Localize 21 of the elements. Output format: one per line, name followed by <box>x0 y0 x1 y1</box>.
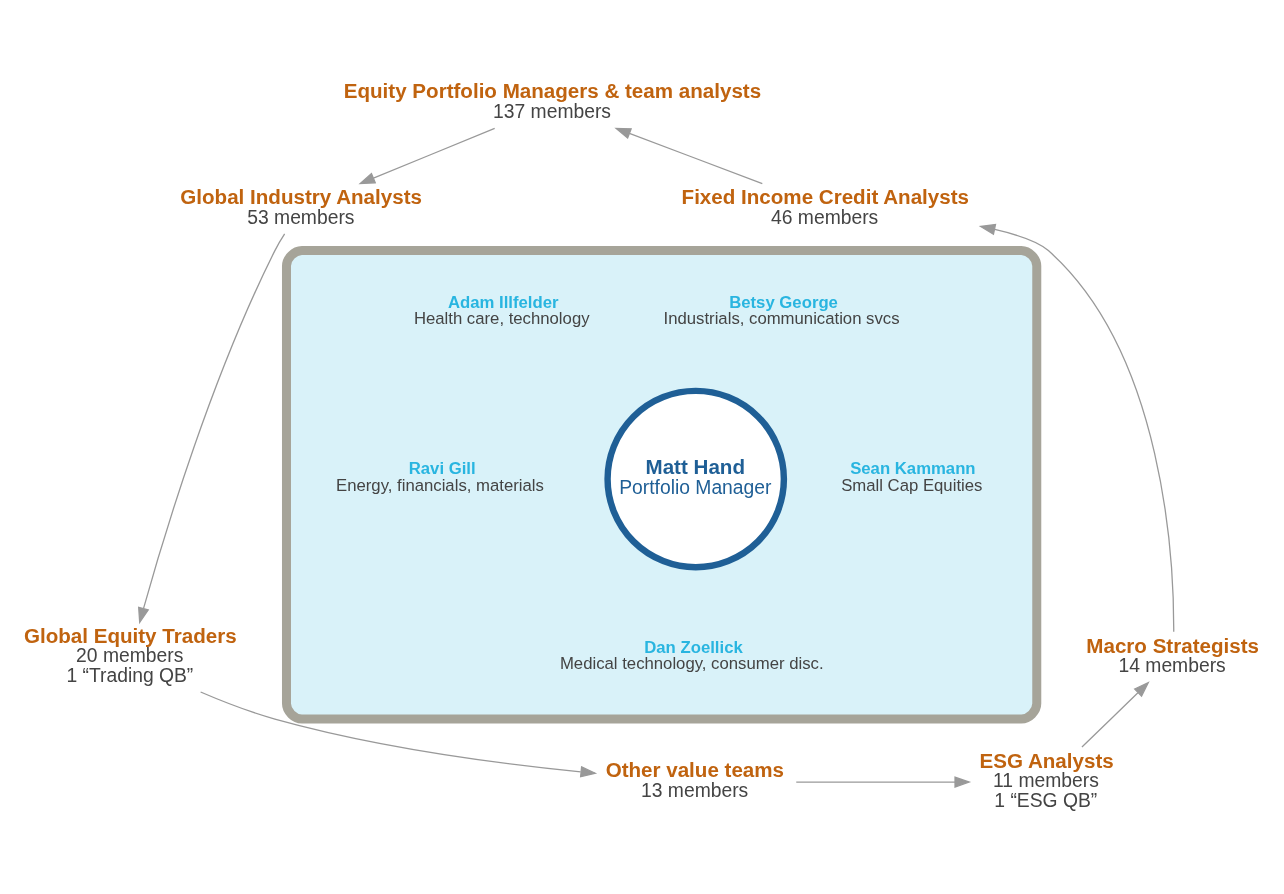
node-text: Sean Kammann Small Cap Equities <box>841 458 983 495</box>
node-text: Global Industry Analysts 53 members <box>180 184 422 228</box>
node-text: Betsy George Industrials, communication svcs <box>663 292 900 328</box>
arrow <box>1081 680 1150 748</box>
arrow <box>199 690 598 778</box>
node-text: Macro Strategists 14 members <box>1086 633 1259 676</box>
node-text: Dan Zoellick Medical technology, consumer disc. <box>559 637 824 673</box>
arrow <box>978 223 1175 632</box>
node-text: Equity Portfolio Managers & team analysts 137 members <box>343 78 762 122</box>
node-text: Other value teams 13 members <box>605 757 785 801</box>
node-text: Ravi Gill Energy, financials, materials <box>336 458 544 495</box>
node-text: Adam Illfelder Health care, technology <box>413 292 590 328</box>
node-circle: Matt Hand Portfolio Manager <box>604 387 788 570</box>
node-text: Global Equity Traders 20 members 1 “Trading QB” <box>23 623 237 686</box>
arrow <box>138 232 286 624</box>
arrow <box>358 127 496 184</box>
node-text: Fixed Income Credit Analysts 46 members <box>681 184 969 228</box>
node-text: ESG Analysts 11 members 1 “ESG QB” <box>979 748 1114 811</box>
cluster <box>281 245 1042 724</box>
arrow <box>795 775 972 788</box>
arrow <box>614 127 763 184</box>
